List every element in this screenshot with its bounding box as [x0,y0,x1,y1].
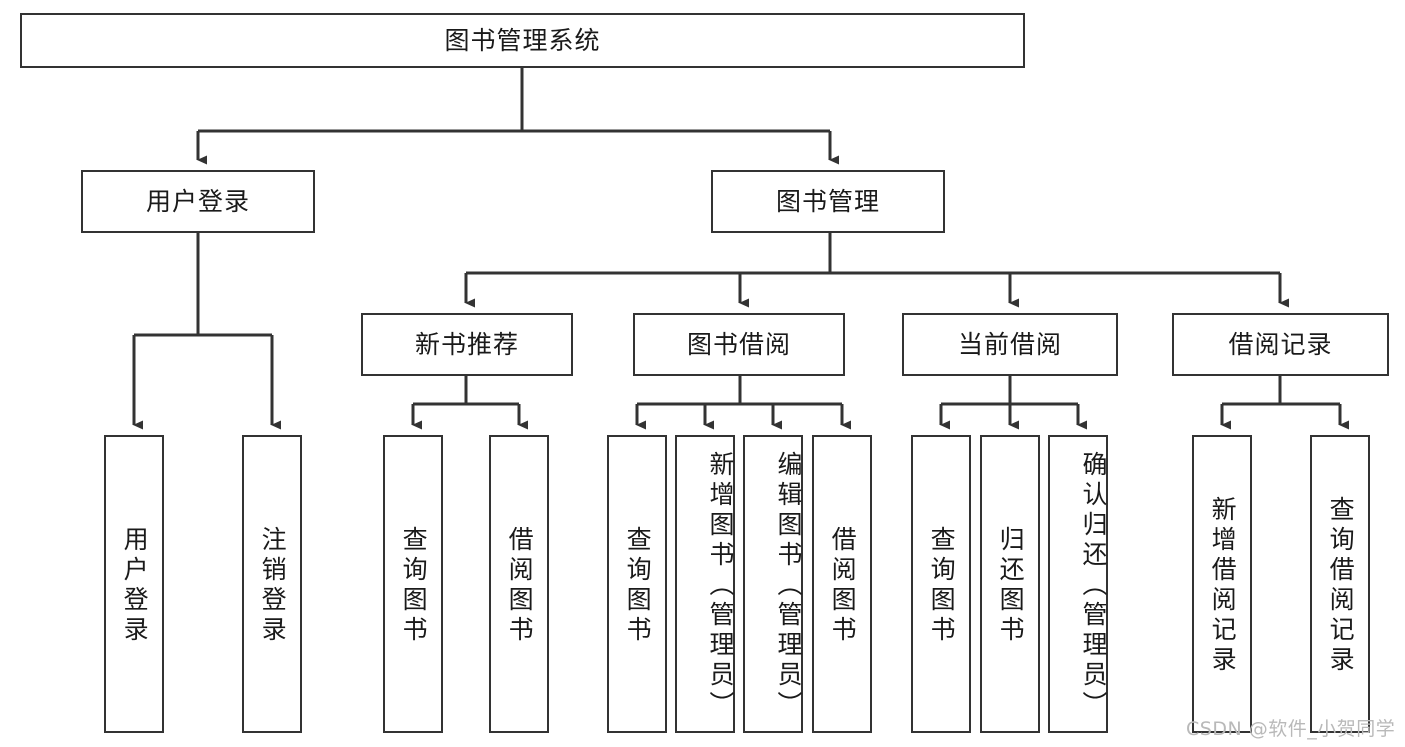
leaf-borrow-record-add-record[interactable]: 新增借阅记录 [1192,435,1252,733]
leaf-user-login-login[interactable]: 用户登录 [104,435,164,733]
leaf-label: 新增借阅记录 [1208,496,1238,676]
node-new-book-recommend-label: 新书推荐 [414,329,519,359]
leaf-label: 新增图书（管理员） [706,451,735,721]
leaf-label: 编辑图书（管理员） [774,451,803,721]
node-current-borrow-label: 当前借阅 [957,329,1062,359]
leaf-current-borrow-return-book[interactable]: 归还图书 [980,435,1040,733]
leaf-book-borrow-query-book[interactable]: 查询图书 [607,435,667,733]
node-new-book-recommend[interactable]: 新书推荐 [361,313,573,376]
leaf-book-borrow-edit-book[interactable]: 编辑图书（管理员） [743,435,803,733]
leaf-current-borrow-query-book[interactable]: 查询图书 [911,435,971,733]
leaf-book-borrow-add-book[interactable]: 新增图书（管理员） [675,435,735,733]
leaf-book-borrow-borrow-book[interactable]: 借阅图书 [812,435,872,733]
node-borrow-record-label: 借阅记录 [1228,329,1333,359]
node-book-borrow-label: 图书借阅 [686,329,791,359]
leaf-new-book-query-book[interactable]: 查询图书 [383,435,443,733]
watermark-text: CSDN @软件_小贺同学 [1186,718,1396,740]
leaf-current-borrow-confirm-return[interactable]: 确认归还（管理员） [1048,435,1108,733]
leaf-label: 注销登录 [258,526,288,646]
leaf-label: 归还图书 [996,526,1026,646]
leaf-label: 借阅图书 [505,526,535,646]
node-book-management-label: 图书管理 [775,186,880,216]
node-user-login[interactable]: 用户登录 [81,170,315,233]
leaf-user-login-logout[interactable]: 注销登录 [242,435,302,733]
node-borrow-record[interactable]: 借阅记录 [1172,313,1389,376]
leaf-label: 查询图书 [399,526,429,646]
leaf-label: 借阅图书 [828,526,858,646]
leaf-borrow-record-query-record[interactable]: 查询借阅记录 [1310,435,1370,733]
node-root-system[interactable]: 图书管理系统 [20,13,1025,68]
leaf-label: 用户登录 [120,526,150,646]
leaf-label: 查询图书 [927,526,957,646]
node-user-login-label: 用户登录 [145,186,250,216]
leaf-new-book-borrow-book[interactable]: 借阅图书 [489,435,549,733]
leaf-label: 确认归还（管理员） [1079,451,1108,721]
node-root-system-label: 图书管理系统 [444,25,601,55]
node-book-borrow[interactable]: 图书借阅 [633,313,845,376]
leaf-label: 查询图书 [623,526,653,646]
leaf-label: 查询借阅记录 [1326,496,1356,676]
node-book-management[interactable]: 图书管理 [711,170,945,233]
node-current-borrow[interactable]: 当前借阅 [902,313,1118,376]
